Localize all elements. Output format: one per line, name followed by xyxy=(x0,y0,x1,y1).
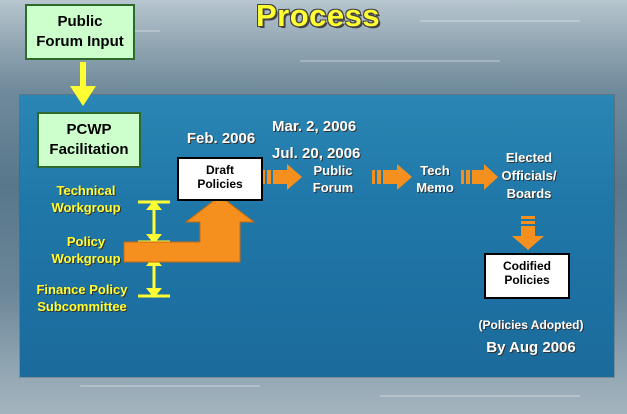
finance-subcommittee-label: Finance Policy Subcommittee xyxy=(26,281,138,315)
draft-line2: Policies xyxy=(197,177,243,191)
draft-date: Feb. 2006 xyxy=(186,130,256,147)
policy-workgroup-label: Policy Workgroup xyxy=(38,233,134,267)
page-title: Process xyxy=(256,0,381,33)
elected-line1: Elected xyxy=(505,150,553,165)
public-forum-line2: Forum xyxy=(312,180,354,195)
draft-line1: Draft xyxy=(205,163,234,177)
public-forum-label: Public Forum xyxy=(300,162,366,196)
tech-memo-line1: Tech xyxy=(420,163,450,178)
adopted-note: (Policies Adopted) xyxy=(478,318,584,332)
forum-date-1: Mar. 2, 2006 xyxy=(272,118,357,135)
public-forum-input-line2: Forum Input xyxy=(36,33,124,50)
codified-policies-doc: Codified Policies xyxy=(484,253,570,299)
tech-memo-label: Tech Memo xyxy=(410,162,460,196)
elected-line3: Boards xyxy=(506,186,552,201)
policy-line2: Workgroup xyxy=(51,251,121,266)
public-forum-dates: Mar. 2, 2006 Jul. 20, 2006 xyxy=(272,113,392,167)
pcwp-line2: Facilitation xyxy=(49,141,129,158)
technical-line2: Workgroup xyxy=(51,200,121,215)
finance-line2: Subcommittee xyxy=(37,299,127,314)
policy-line1: Policy xyxy=(66,234,106,249)
adopted-date: By Aug 2006 xyxy=(486,339,576,356)
public-forum-input-box: Public Forum Input xyxy=(25,4,135,60)
draft-policies-doc: Draft Policies xyxy=(177,157,263,201)
codified-line1: Codified xyxy=(503,259,551,273)
elected-officials-label: Elected Officials/ Boards xyxy=(494,149,564,203)
technical-line1: Technical xyxy=(56,183,116,198)
finance-line1: Finance Policy xyxy=(36,282,128,297)
pcwp-facilitation-box: PCWP Facilitation xyxy=(37,112,141,168)
public-forum-input-line1: Public xyxy=(57,13,103,30)
pcwp-line1: PCWP xyxy=(66,121,112,138)
public-forum-line1: Public xyxy=(313,163,353,178)
codified-line2: Policies xyxy=(504,273,550,287)
technical-workgroup-label: Technical Workgroup xyxy=(38,182,134,216)
forum-date-2: Jul. 20, 2006 xyxy=(272,145,361,162)
tech-memo-line2: Memo xyxy=(416,180,454,195)
elected-line2: Officials/ xyxy=(501,168,557,183)
